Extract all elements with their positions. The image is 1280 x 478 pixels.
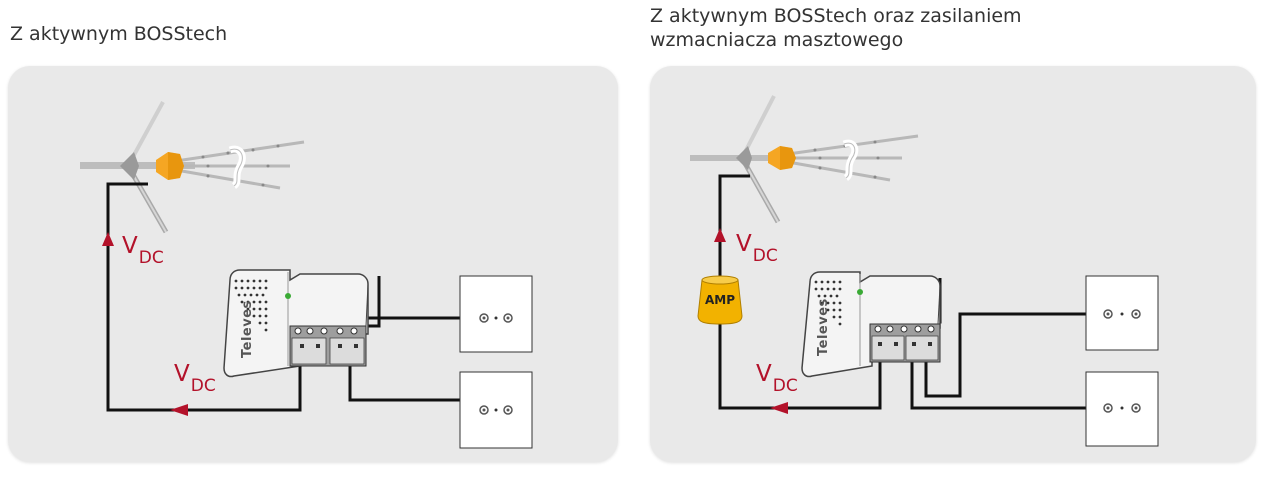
power-arrow-icon [102, 232, 114, 246]
amplifier-icon [801, 271, 941, 378]
left-diagram-panel: Televes VDC VDC [8, 66, 618, 462]
wall-socket-icon [459, 371, 533, 449]
right-diagram-title: Z aktywnym BOSStech oraz zasilaniem wzma… [650, 5, 1022, 51]
amplifier-icon [223, 269, 369, 378]
mast-amplifier-icon [697, 275, 743, 325]
vdc-label-upper: VDC [122, 233, 164, 268]
power-arrow-icon [770, 402, 788, 414]
amp-label: AMP [704, 293, 736, 307]
wall-socket-icon [1085, 371, 1159, 447]
uhf-antenna-icon [690, 95, 919, 224]
wall-socket-icon [459, 275, 533, 353]
wall-socket-icon [1085, 275, 1159, 351]
right-diagram-svg [690, 95, 1159, 447]
right-diagram-panel: AMP Televes VDC VDC [650, 66, 1256, 462]
left-diagram-svg [80, 101, 533, 449]
brand-label: Televes [816, 298, 831, 356]
vdc-label-upper: VDC [736, 231, 778, 266]
power-arrow-icon [170, 404, 188, 416]
vdc-label-lower: VDC [174, 361, 216, 396]
vdc-label-lower: VDC [756, 361, 798, 396]
power-arrow-icon [714, 228, 726, 242]
brand-label: Televes [240, 300, 255, 358]
left-diagram-title: Z aktywnym BOSStech [10, 23, 228, 45]
uhf-antenna-icon [80, 101, 305, 234]
